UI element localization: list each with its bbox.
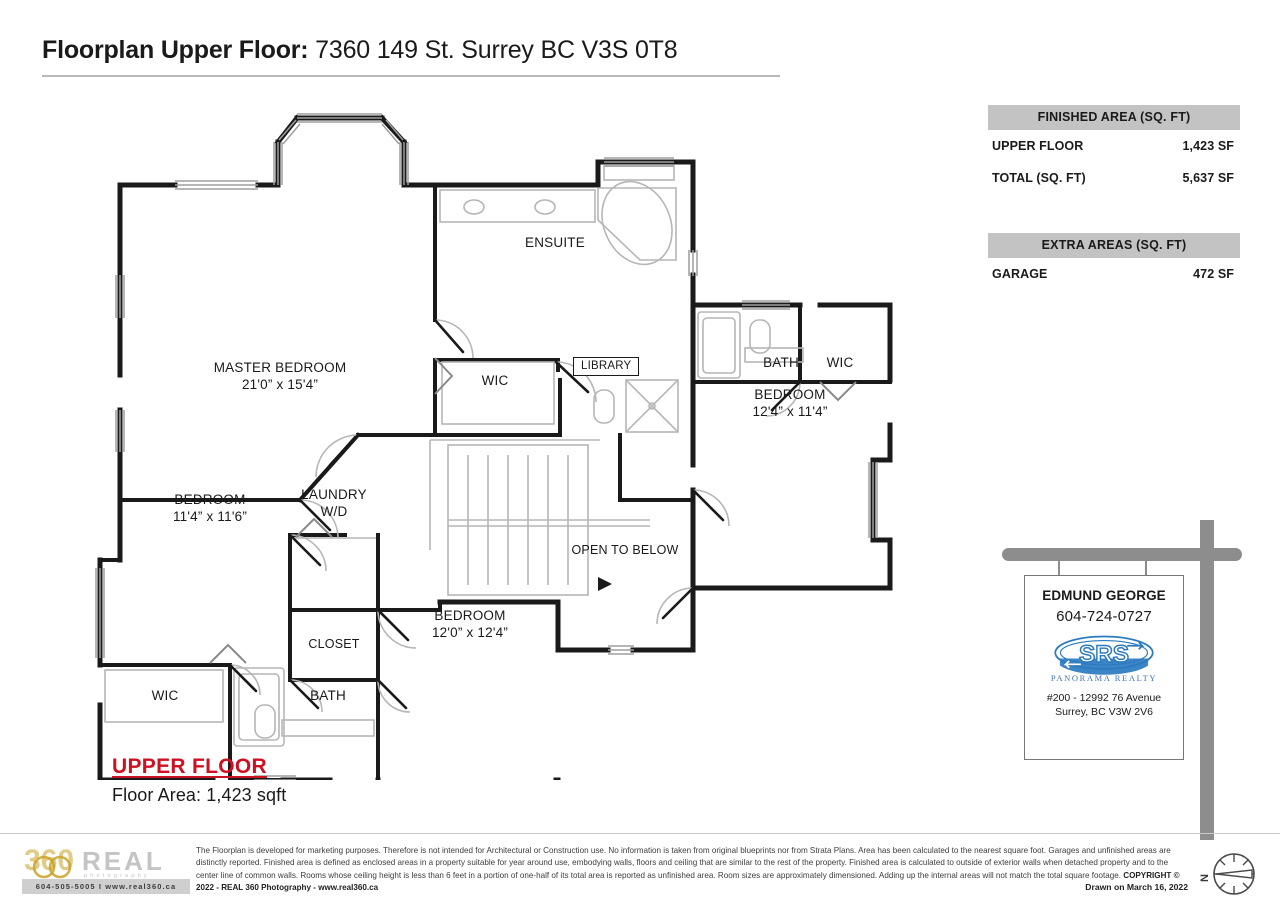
logo-graphic: 360 REAL photography <box>22 843 190 879</box>
sign-address-line-2: Surrey, BC V3W 2V6 <box>1055 705 1153 718</box>
room-label-master-bedroom: MASTER BEDROOM 21'0” x 15'4” <box>213 360 347 392</box>
agent-phone: 604-724-0727 <box>1056 608 1152 625</box>
realtor-sign: EDMUND GEORGE 604-724-0727 SRS PANORAMA … <box>1000 520 1262 840</box>
room-label-closet: CLOSET <box>308 637 360 651</box>
floorplan-svg <box>95 113 893 852</box>
sign-hanger-right <box>1145 560 1147 576</box>
room-label-bedroom-bottom: BEDROOM 12'0” x 12'4” <box>431 608 509 640</box>
sign-post <box>1200 520 1214 840</box>
room-label-wic-lower-left: WIC <box>151 688 179 703</box>
sign-arm <box>1002 548 1242 561</box>
real360-logo-icon: 360 REAL photography <box>24 844 165 879</box>
stair-direction-arrow <box>598 577 612 591</box>
finished-area-table: FINISHED AREA (SQ. FT) UPPER FLOOR 1,423… <box>988 105 1240 194</box>
title-prefix: Floorplan Upper Floor: <box>42 36 309 64</box>
room-label-library: LIBRARY <box>573 357 640 376</box>
disclaimer-body: The Floorplan is developed for marketing… <box>196 846 1171 880</box>
footer-divider <box>0 833 1280 834</box>
room-label-open-to-below: OPEN TO BELOW <box>571 543 679 557</box>
extra-area-heading: EXTRA AREAS (SQ. FT) <box>988 233 1240 258</box>
logo-photography-text: photography <box>84 873 150 879</box>
room-label-laundry: LAUNDRY W/D <box>301 487 367 519</box>
disclaimer-text: The Floorplan is developed for marketing… <box>196 845 1188 894</box>
logo-contact-bar: 604-505-5005 I www.real360.ca <box>22 879 190 894</box>
compass-north-label: N <box>1199 874 1211 882</box>
disclaimer-copyright: COPYRIGHT © 2022 - REAL 360 Photography … <box>196 870 1180 892</box>
floorplan-drawing: MASTER BEDROOM 21'0” x 15'4” ENSUITE WIC… <box>0 80 960 852</box>
title-address: 7360 149 St. Surrey BC V3S 0T8 <box>315 36 678 64</box>
room-label-wic-master: WIC <box>481 373 509 388</box>
agent-name: EDMUND GEORGE <box>1042 588 1166 603</box>
floor-caption-subtitle: Floor Area: 1,423 sqft <box>112 785 287 805</box>
page-header: Floorplan Upper Floor: 7360 149 St. Surr… <box>42 36 802 65</box>
room-label-bath-lower: BATH <box>310 688 346 703</box>
sign-address-line-1: #200 - 12992 76 Avenue <box>1046 691 1162 704</box>
area-row-value: 472 SF <box>1193 267 1234 281</box>
srs-logo-icon: SRS <box>1054 635 1154 675</box>
floor-caption-title: UPPER FLOOR <box>112 755 267 778</box>
sign-board: EDMUND GEORGE 604-724-0727 SRS PANORAMA … <box>1024 575 1184 760</box>
drawn-on-date: Drawn on March 16, 2022 <box>1085 882 1188 893</box>
svg-text:SRS: SRS <box>1079 641 1129 668</box>
logo-360-text: 360 <box>24 844 74 877</box>
room-label-ensuite: ENSUITE <box>525 235 585 250</box>
finished-area-heading: FINISHED AREA (SQ. FT) <box>988 105 1240 130</box>
area-row-label: TOTAL (SQ. FT) <box>992 171 1086 185</box>
room-label-bedroom-right: BEDROOM 12'4” x 11'4” <box>752 387 828 419</box>
room-label-bedroom-left: BEDROOM 11'4” x 11'6” <box>172 492 248 524</box>
area-row-value: 5,637 SF <box>1182 171 1234 185</box>
floor-caption: UPPER FLOOR Floor Area: 1,423 sqft <box>112 755 286 806</box>
table-row: TOTAL (SQ. FT) 5,637 SF <box>988 162 1240 194</box>
room-label-wic-upper-right: WIC <box>826 355 854 370</box>
title-divider <box>42 75 780 77</box>
logo-real-text: REAL <box>82 846 165 876</box>
area-row-label: UPPER FLOOR <box>992 139 1084 153</box>
area-row-label: GARAGE <box>992 267 1048 281</box>
page-title: Floorplan Upper Floor: 7360 149 St. Surr… <box>42 36 802 65</box>
real360-logo: 360 REAL photography 604-505-5005 I www.… <box>22 843 190 894</box>
area-row-value: 1,423 SF <box>1182 139 1234 153</box>
brokerage-subtitle: PANORAMA REALTY <box>1050 672 1158 683</box>
table-row: UPPER FLOOR 1,423 SF <box>988 130 1240 162</box>
compass-rose-icon: N <box>1199 853 1255 895</box>
table-row: GARAGE 472 SF <box>988 258 1240 290</box>
extra-area-table: EXTRA AREAS (SQ. FT) GARAGE 472 SF <box>988 233 1240 290</box>
room-label-bath-upper-right: BATH <box>763 355 799 370</box>
sign-hanger-left <box>1058 560 1060 576</box>
